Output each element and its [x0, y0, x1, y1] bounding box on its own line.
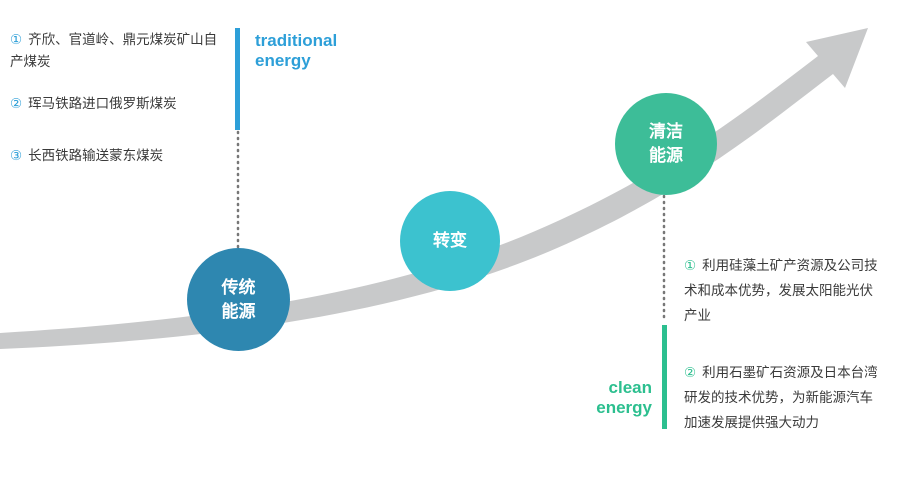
transition-circle-label: 转变 — [433, 231, 467, 251]
item-text: 齐欣、官道岭、鼎元煤炭矿山自产煤炭 — [10, 32, 218, 70]
traditional-circle-label: 传统 能源 — [221, 277, 256, 322]
item-number: ② — [10, 96, 23, 112]
traditional-energy-circle: 传统 能源 — [187, 248, 290, 351]
clean-energy-label: clean energy — [596, 378, 652, 417]
item-number: ① — [10, 32, 23, 48]
clean-bar — [662, 325, 667, 429]
item-text: 利用硅藻土矿产资源及公司技术和成本优势，发展太阳能光伏产业 — [684, 258, 878, 324]
item-text: 长西铁路输送蒙东煤炭 — [28, 148, 164, 164]
item-text: 珲马铁路进口俄罗斯煤炭 — [28, 96, 177, 112]
traditional-item-3: ③ 长西铁路输送蒙东煤炭 — [10, 145, 230, 167]
traditional-bar — [235, 28, 240, 130]
traditional-item-2: ② 珲马铁路进口俄罗斯煤炭 — [10, 93, 230, 115]
item-text: 利用石墨矿石资源及日本台湾研发的技术优势，为新能源汽车加速发展提供强大动力 — [684, 365, 878, 431]
clean-circle-label: 清洁 能源 — [649, 122, 683, 166]
clean-energy-circle: 清洁 能源 — [615, 93, 717, 195]
item-number: ① — [684, 258, 697, 274]
item-number: ② — [684, 365, 697, 381]
item-number: ③ — [10, 148, 23, 164]
transition-circle: 转变 — [400, 191, 500, 291]
traditional-energy-label: traditional energy — [255, 31, 338, 70]
